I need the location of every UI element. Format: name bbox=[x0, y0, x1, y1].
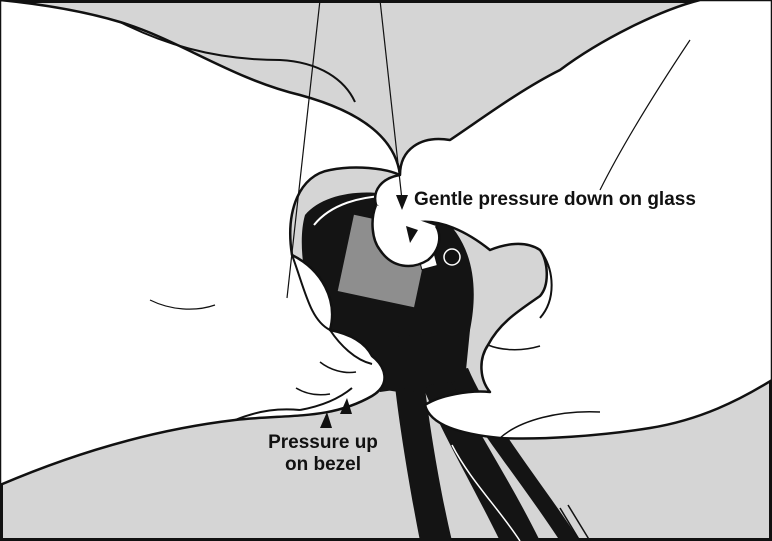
bezel-label-line-1: Pressure up bbox=[262, 432, 384, 454]
bezel-pressure-label: Pressure up on bezel bbox=[262, 432, 384, 476]
bezel-label-line-2: on bezel bbox=[262, 454, 384, 476]
gauge-light-dot bbox=[444, 249, 460, 265]
glass-pressure-label: Gentle pressure down on glass bbox=[414, 189, 696, 211]
